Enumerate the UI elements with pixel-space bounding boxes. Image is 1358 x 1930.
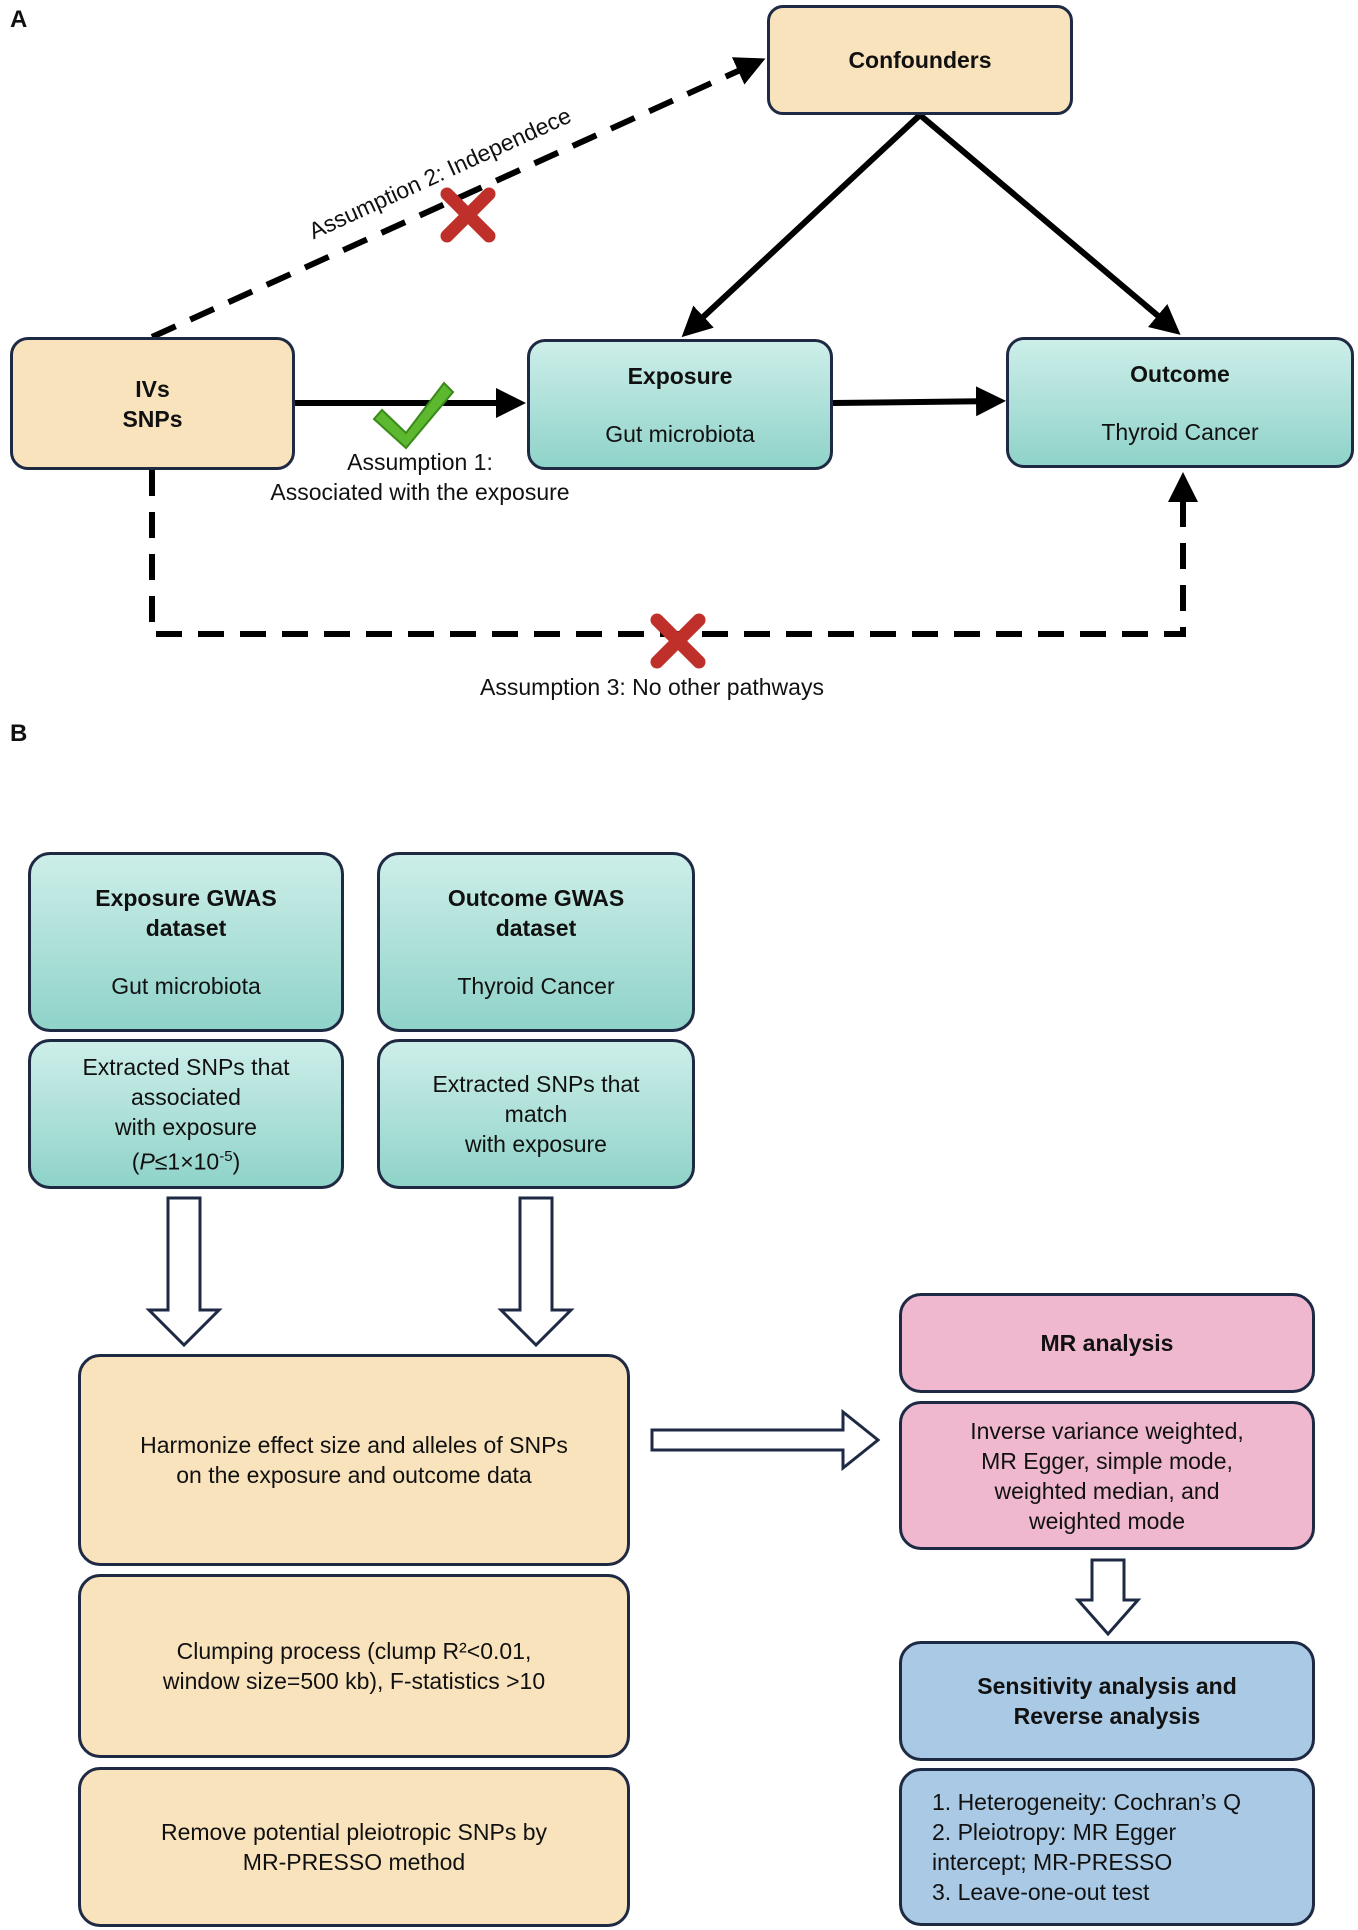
mr-method-line: MR Egger, simple mode, bbox=[981, 1447, 1233, 1474]
ivs-snps-box: IVs SNPs bbox=[10, 337, 295, 470]
remove-line: Remove potential pleiotropic SNPs by bbox=[160, 1819, 548, 1845]
sensitivity-item: intercept; MR-PRESSO bbox=[932, 1849, 1173, 1875]
sensitivity-title-line: Sensitivity analysis and bbox=[977, 1673, 1237, 1699]
assumption3-label: Assumption 3: No other pathways bbox=[480, 674, 824, 700]
assumption1-line2: Associated with the exposure bbox=[270, 479, 570, 505]
hollow-arrow-mr-to-sensitivity bbox=[1074, 1558, 1142, 1637]
sensitivity-item: 3. Leave-one-out test bbox=[932, 1879, 1150, 1905]
exposure-subtitle: Gut microbiota bbox=[605, 420, 755, 447]
extract-outcome-line: match bbox=[504, 1101, 568, 1127]
arrow-confounders-to-exposure bbox=[681, 112, 923, 338]
clumping-line: Clumping process (clump R²<0.01, bbox=[176, 1638, 532, 1664]
confounders-label: Confounders bbox=[848, 47, 992, 73]
exposure-title: Exposure bbox=[627, 362, 733, 389]
hollow-arrow-exposure-down bbox=[145, 1196, 223, 1348]
extract-outcome-line: with exposure bbox=[465, 1131, 607, 1157]
harmonize-box: Harmonize effect size and alleles of SNP… bbox=[78, 1354, 630, 1566]
check-icon bbox=[372, 381, 455, 450]
outcome-gwas-box: Outcome GWAS dataset Thyroid Cancer bbox=[377, 852, 695, 1032]
cross-icon-assumption2 bbox=[440, 187, 496, 243]
arrow-exposure-to-outcome bbox=[832, 386, 1006, 417]
assumption1-line1: Assumption 1: bbox=[347, 449, 493, 475]
mr-methods-box: Inverse variance weighted, MR Egger, sim… bbox=[899, 1401, 1315, 1550]
panel-a-label: A bbox=[10, 6, 28, 33]
hollow-arrow-harmonize-to-mr bbox=[650, 1408, 881, 1472]
mr-method-line: weighted median, and bbox=[994, 1477, 1220, 1504]
mr-analysis-title: MR analysis bbox=[1040, 1330, 1174, 1356]
extract-exposure-line: Extracted SNPs that bbox=[82, 1053, 290, 1080]
ivs-label: IVs bbox=[135, 375, 170, 402]
outcome-box: Outcome Thyroid Cancer bbox=[1006, 337, 1354, 468]
mr-method-line: Inverse variance weighted, bbox=[970, 1417, 1244, 1444]
extract-outcome-box: Extracted SNPs that match with exposure bbox=[377, 1039, 695, 1189]
clumping-line: window size=500 kb), F-statistics >10 bbox=[162, 1668, 546, 1694]
remove-line: MR-PRESSO method bbox=[242, 1849, 466, 1875]
snps-label: SNPs bbox=[122, 405, 183, 432]
extract-exposure-line: associated bbox=[131, 1083, 241, 1110]
mr-method-line: weighted mode bbox=[1029, 1507, 1185, 1534]
sensitivity-title-line: Reverse analysis bbox=[1013, 1703, 1201, 1729]
cross-icon-assumption3 bbox=[650, 613, 706, 669]
outcome-gwas-subtitle: Thyroid Cancer bbox=[457, 973, 615, 999]
confounders-box: Confounders bbox=[767, 5, 1073, 115]
arrow-confounders-to-outcome bbox=[918, 112, 1181, 335]
outcome-gwas-title-2: dataset bbox=[495, 915, 577, 941]
outcome-subtitle: Thyroid Cancer bbox=[1101, 418, 1259, 445]
harmonize-line: Harmonize effect size and alleles of SNP… bbox=[140, 1432, 568, 1458]
dashed-arrow-ivs-to-confounders bbox=[150, 57, 766, 340]
outcome-title: Outcome bbox=[1130, 360, 1230, 387]
hollow-arrow-outcome-down bbox=[497, 1196, 575, 1348]
p-value-threshold: (P≤1×10-5) bbox=[131, 1147, 241, 1175]
sensitivity-title-box: Sensitivity analysis and Reverse analysi… bbox=[899, 1641, 1315, 1761]
sensitivity-items-box: 1. Heterogeneity: Cochran’s Q 2. Pleiotr… bbox=[899, 1768, 1315, 1926]
sensitivity-item: 1. Heterogeneity: Cochran’s Q bbox=[932, 1789, 1241, 1815]
sensitivity-item: 2. Pleiotropy: MR Egger bbox=[932, 1819, 1177, 1845]
remove-pleiotropic-box: Remove potential pleiotropic SNPs by MR-… bbox=[78, 1767, 630, 1927]
harmonize-line: on the exposure and outcome data bbox=[176, 1462, 532, 1488]
extract-exposure-box: Extracted SNPs that associated with expo… bbox=[28, 1039, 344, 1189]
extract-exposure-line: with exposure bbox=[115, 1113, 257, 1140]
exposure-gwas-box: Exposure GWAS dataset Gut microbiota bbox=[28, 852, 344, 1032]
exposure-gwas-title-1: Exposure GWAS bbox=[95, 885, 277, 911]
extract-outcome-line: Extracted SNPs that bbox=[432, 1071, 640, 1097]
panel-b-label: B bbox=[10, 720, 28, 747]
exposure-box: Exposure Gut microbiota bbox=[527, 339, 833, 470]
mr-analysis-title-box: MR analysis bbox=[899, 1293, 1315, 1393]
exposure-gwas-subtitle: Gut microbiota bbox=[111, 973, 261, 999]
clumping-box: Clumping process (clump R²<0.01, window … bbox=[78, 1574, 630, 1758]
outcome-gwas-title-1: Outcome GWAS bbox=[447, 885, 625, 911]
exposure-gwas-title-2: dataset bbox=[145, 915, 227, 941]
